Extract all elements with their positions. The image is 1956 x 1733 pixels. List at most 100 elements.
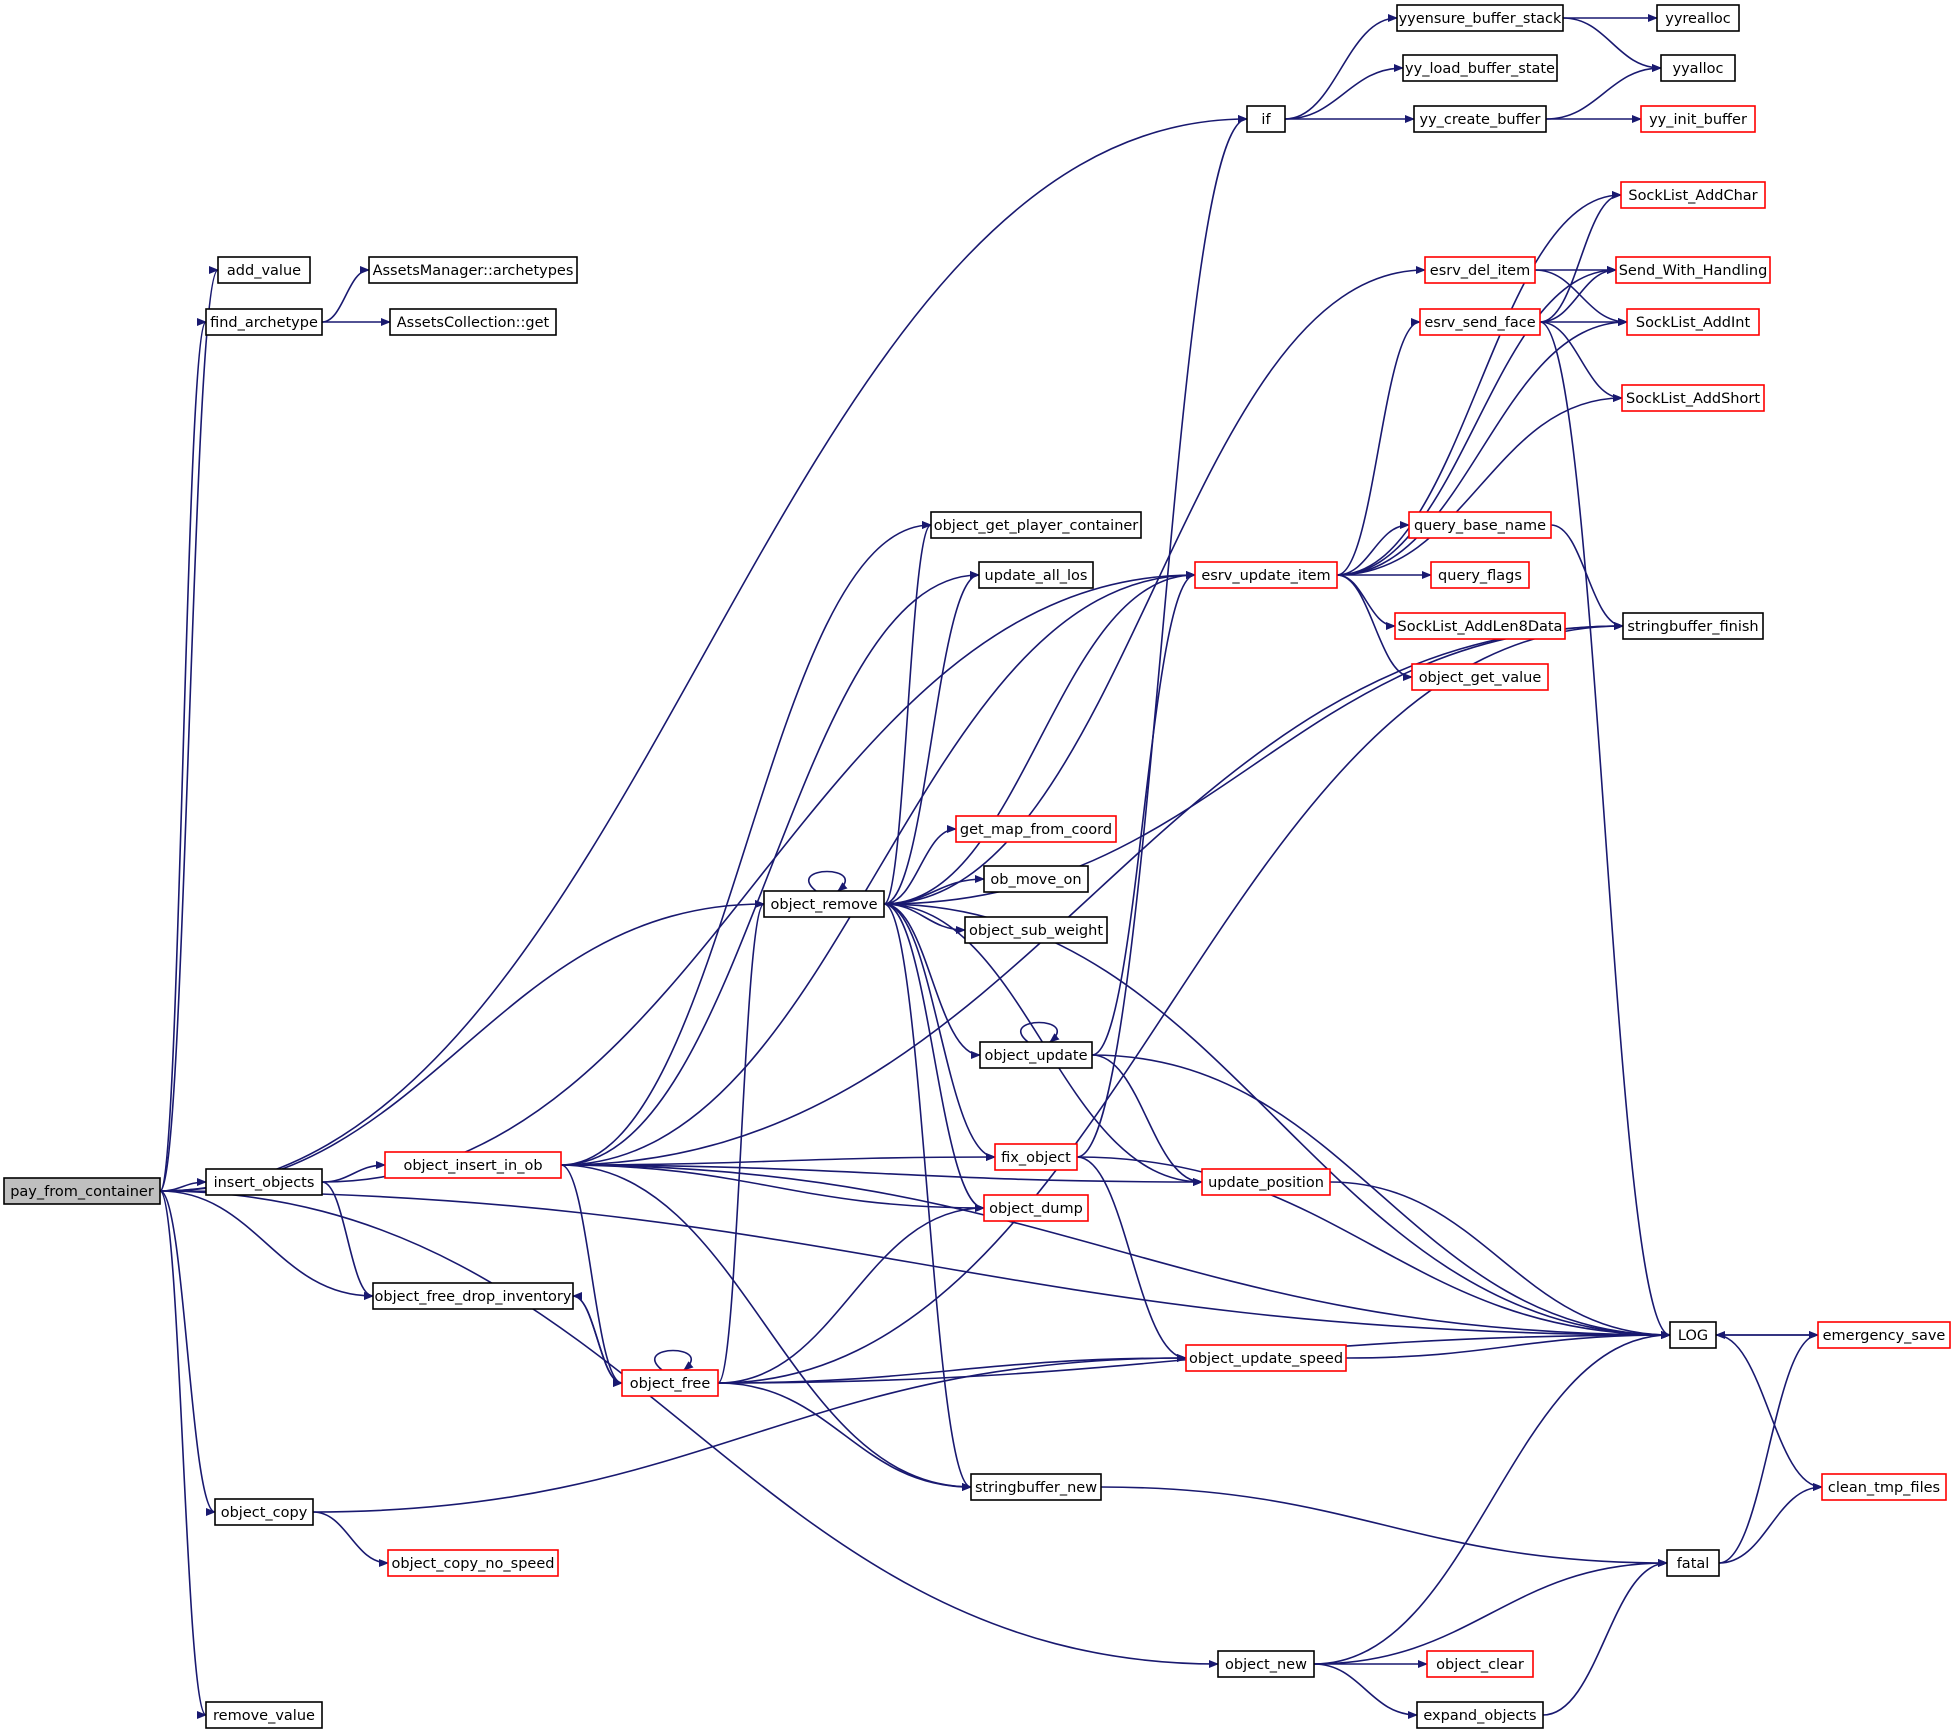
node-label: object_sub_weight	[969, 923, 1103, 939]
node-box	[372, 1282, 574, 1310]
node-assetsmanager-archetypes[interactable]: AssetsManager::archetypes	[368, 256, 578, 284]
node-box	[389, 308, 557, 336]
node-box	[1194, 561, 1338, 589]
node-socklist-addshort[interactable]: SockList_AddShort	[1621, 384, 1765, 412]
node-socklist-addint[interactable]: SockList_AddInt	[1626, 308, 1760, 336]
node-expand-objects[interactable]: expand_objects	[1416, 1701, 1544, 1729]
node-label: object_remove	[771, 897, 878, 913]
node-yy-init-buffer[interactable]: yy_init_buffer	[1640, 105, 1756, 133]
edge-pay_from_container-to-object_new	[159, 1190, 1219, 1668]
node-box	[205, 1168, 323, 1196]
node-box	[217, 256, 311, 284]
node-if[interactable]: if	[1246, 105, 1286, 133]
node-ob-move-on[interactable]: ob_move_on	[983, 865, 1089, 893]
node-label: get_map_from_coord	[960, 822, 1112, 838]
node-box	[930, 511, 1142, 539]
node-label: update_position	[1208, 1175, 1324, 1191]
node-send-with-handling[interactable]: Send_With_Handling	[1615, 256, 1771, 284]
node-stringbuffer-finish[interactable]: stringbuffer_finish	[1622, 612, 1764, 640]
node-update-position[interactable]: update_position	[1201, 1168, 1331, 1196]
edge-object_insert_in_ob-to-object_free	[560, 1164, 623, 1387]
node-object-remove[interactable]: object_remove	[763, 890, 885, 918]
edge-pay_from_container-to-object_free_drop_inventory	[159, 1190, 374, 1300]
node-box	[205, 308, 323, 336]
node-object-free-drop-inventory[interactable]: object_free_drop_inventory	[372, 1282, 574, 1310]
node-object-free[interactable]: object_free	[621, 1369, 719, 1397]
node-object-update-speed[interactable]: object_update_speed	[1185, 1344, 1347, 1372]
node-object-sub-weight[interactable]: object_sub_weight	[964, 916, 1108, 944]
node-insert-objects[interactable]: insert_objects	[205, 1168, 323, 1196]
edge-object_remove-to-object_dump	[883, 903, 985, 1212]
edge-object_copy-to-object_update_speed	[312, 1354, 1187, 1513]
node-object-get-player-container[interactable]: object_get_player_container	[930, 511, 1142, 539]
node-esrv-send-face[interactable]: esrv_send_face	[1419, 308, 1541, 336]
edge-fix_object-to-if	[1076, 115, 1248, 1158]
node-box	[983, 865, 1089, 893]
edge-object_update_speed-to-LOG	[1345, 1331, 1671, 1359]
node-label: yy_load_buffer_state	[1405, 61, 1555, 77]
node-label: if	[1261, 112, 1271, 128]
node-box	[1419, 308, 1541, 336]
node-label: object_copy_no_speed	[392, 1556, 555, 1572]
node-label: object_insert_in_ob	[403, 1158, 542, 1174]
node-emergency-save[interactable]: emergency_save	[1817, 1321, 1951, 1349]
node-esrv-del-item[interactable]: esrv_del_item	[1424, 256, 1536, 284]
node-add-value[interactable]: add_value	[217, 256, 311, 284]
node-yyrealloc[interactable]: yyrealloc	[1656, 4, 1740, 32]
node-remove-value[interactable]: remove_value	[205, 1701, 323, 1729]
edge-pay_from_container-to-add_value	[159, 266, 219, 1192]
node-yyalloc[interactable]: yyalloc	[1660, 54, 1736, 82]
node-object-copy-no-speed[interactable]: object_copy_no_speed	[387, 1549, 559, 1577]
node-label: object_get_player_container	[934, 518, 1139, 534]
node-esrv-update-item[interactable]: esrv_update_item	[1194, 561, 1338, 589]
node-box	[1217, 1650, 1315, 1678]
node-pay-from-container[interactable]: pay_from_container	[3, 1177, 161, 1205]
node-label: fatal	[1677, 1556, 1710, 1572]
node-object-get-value[interactable]: object_get_value	[1411, 663, 1549, 691]
node-fatal[interactable]: fatal	[1666, 1549, 1720, 1577]
node-label: object_dump	[989, 1201, 1083, 1217]
node-object-clear[interactable]: object_clear	[1426, 1650, 1534, 1678]
node-object-dump[interactable]: object_dump	[983, 1194, 1089, 1222]
node-label: pay_from_container	[10, 1184, 154, 1200]
edge-object_remove-to-get_map_from_coord	[883, 825, 957, 905]
node-socklist-addchar[interactable]: SockList_AddChar	[1620, 181, 1766, 209]
node-clean-tmp-files[interactable]: clean_tmp_files	[1821, 1473, 1947, 1501]
node-box	[1821, 1473, 1947, 1501]
node-box	[1413, 105, 1547, 133]
node-box	[1620, 181, 1766, 209]
edge-find_archetype-to-AssetsManager_archetypes	[321, 266, 370, 323]
node-query-base-name[interactable]: query_base_name	[1408, 511, 1552, 539]
node-get-map-from-coord[interactable]: get_map_from_coord	[955, 815, 1117, 843]
node-label: object_copy	[221, 1505, 308, 1521]
node-query-flags[interactable]: query_flags	[1430, 561, 1530, 589]
node-yy-create-buffer[interactable]: yy_create_buffer	[1413, 105, 1547, 133]
node-object-insert-in-ob[interactable]: object_insert_in_ob	[384, 1151, 562, 1179]
node-label: update_all_los	[985, 568, 1088, 584]
node-update-all-los[interactable]: update_all_los	[978, 561, 1094, 589]
edge-fatal-to-emergency_save	[1718, 1331, 1819, 1564]
node-object-new[interactable]: object_new	[1217, 1650, 1315, 1678]
node-object-update[interactable]: object_update	[979, 1041, 1093, 1069]
node-box	[621, 1369, 719, 1397]
edge-pay_from_container-to-find_archetype	[159, 318, 207, 1192]
node-log[interactable]: LOG	[1669, 1321, 1717, 1349]
edge-query_base_name-to-stringbuffer_finish	[1550, 524, 1624, 630]
node-fix-object[interactable]: fix_object	[994, 1143, 1078, 1171]
node-yy-load-buffer-state[interactable]: yy_load_buffer_state	[1402, 54, 1558, 82]
node-box	[1621, 384, 1765, 412]
node-socklist-addlen8data[interactable]: SockList_AddLen8Data	[1394, 612, 1566, 640]
node-box	[970, 1473, 1102, 1501]
node-object-copy[interactable]: object_copy	[214, 1498, 314, 1526]
node-label: Send_With_Handling	[1619, 263, 1768, 279]
node-label: stringbuffer_new	[975, 1480, 1097, 1496]
node-yyensure-buffer-stack[interactable]: yyensure_buffer_stack	[1396, 4, 1564, 32]
node-box	[387, 1549, 559, 1577]
node-assetscollection-get[interactable]: AssetsCollection::get	[389, 308, 557, 336]
node-label: yyensure_buffer_stack	[1399, 11, 1562, 27]
node-find-archetype[interactable]: find_archetype	[205, 308, 323, 336]
node-stringbuffer-new[interactable]: stringbuffer_new	[970, 1473, 1102, 1501]
edge-esrv_update_item-to-object_get_value	[1336, 574, 1413, 681]
node-label: SockList_AddShort	[1626, 391, 1760, 407]
node-box	[1394, 612, 1566, 640]
